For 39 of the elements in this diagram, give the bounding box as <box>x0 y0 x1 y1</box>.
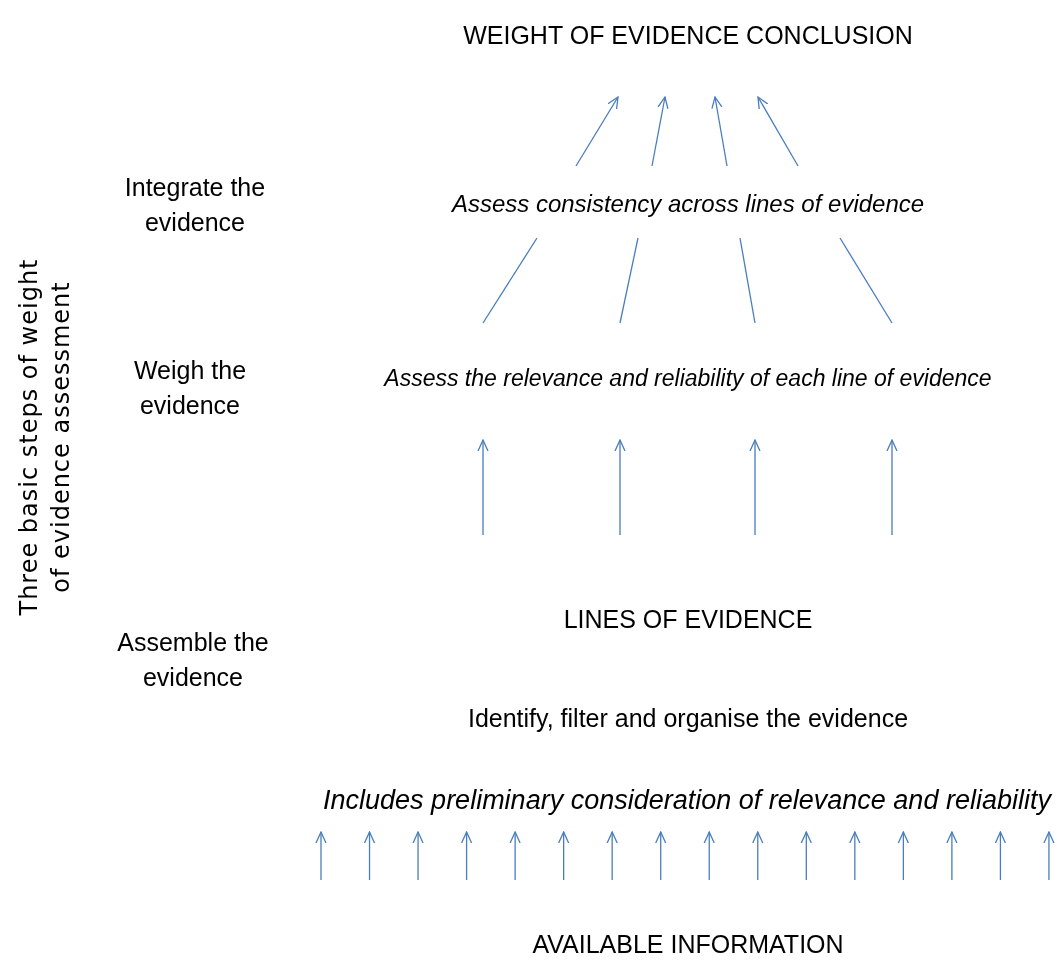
arrow <box>886 439 898 536</box>
arrow <box>655 831 667 881</box>
step-text: Identify, filter and organise the evidence <box>467 703 909 733</box>
arrow <box>800 831 812 881</box>
arrow <box>757 96 799 167</box>
arrow <box>460 831 473 881</box>
connector-line <box>739 237 756 324</box>
arrow <box>477 439 489 536</box>
arrow <box>703 831 715 881</box>
arrow <box>749 439 761 536</box>
step-text: Assess consistency across lines of evidence <box>451 190 925 218</box>
step-label: Assemble the evidence <box>116 627 270 693</box>
step-label: Weigh the evidence <box>132 355 248 421</box>
arrow <box>651 96 669 167</box>
step-text: Assess the relevance and reliability of each line of evidence <box>384 364 992 392</box>
connector-line <box>839 237 893 324</box>
arrow <box>1043 831 1055 881</box>
arrow <box>606 831 618 881</box>
source-text: AVAILABLE INFORMATION <box>532 929 844 959</box>
arrow <box>509 831 521 881</box>
arrow <box>575 96 619 167</box>
arrow <box>363 831 376 881</box>
connector-line <box>619 237 639 324</box>
connector-line <box>482 237 538 324</box>
arrow <box>946 831 958 881</box>
arrow <box>897 831 909 881</box>
arrow <box>752 831 764 881</box>
arrow <box>558 831 570 881</box>
arrow <box>614 439 626 536</box>
arrow <box>994 831 1007 881</box>
conclusion-text: WEIGHT OF EVIDENCE CONCLUSION <box>463 20 913 50</box>
step-label: Integrate the evidence <box>123 172 267 238</box>
arrow <box>412 831 424 881</box>
arrow <box>315 831 327 881</box>
arrow <box>711 96 728 167</box>
arrow <box>849 831 861 881</box>
axis-title: Three basic steps of weight of evidence assessment <box>13 257 76 618</box>
heading-text: LINES OF EVIDENCE <box>563 604 813 634</box>
note-text: Includes preliminary consideration of relevance and reliability <box>307 784 1057 816</box>
